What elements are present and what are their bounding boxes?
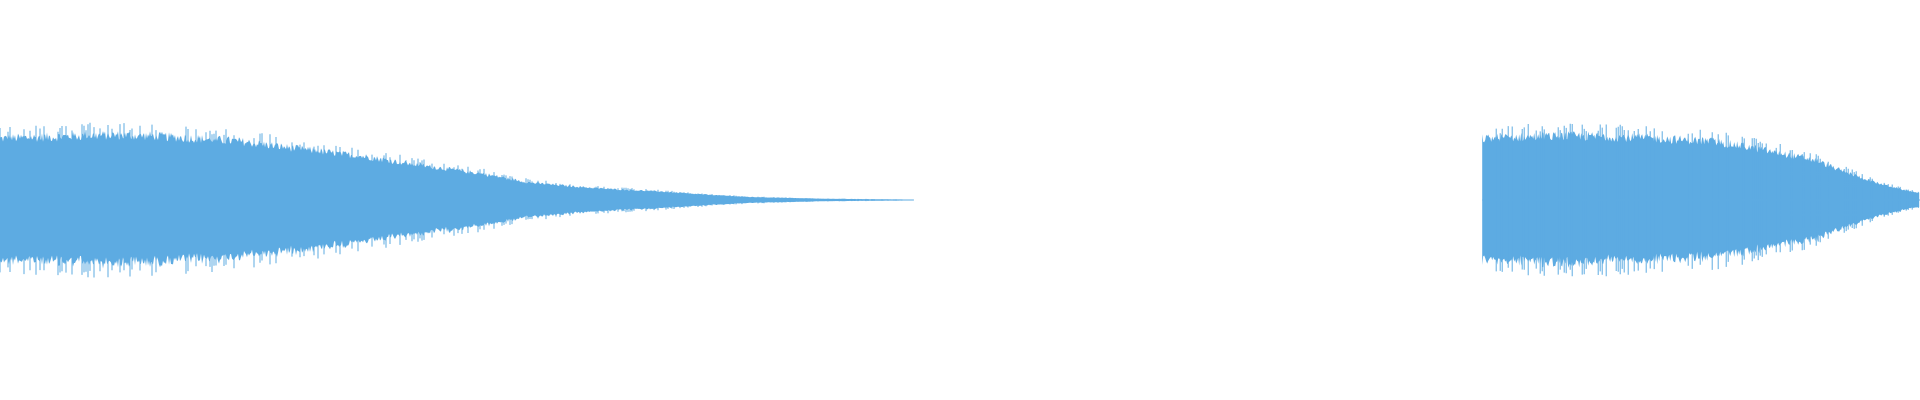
waveform-clip-1[interactable] <box>0 122 914 278</box>
waveform-clip-2[interactable] <box>1482 123 1920 277</box>
